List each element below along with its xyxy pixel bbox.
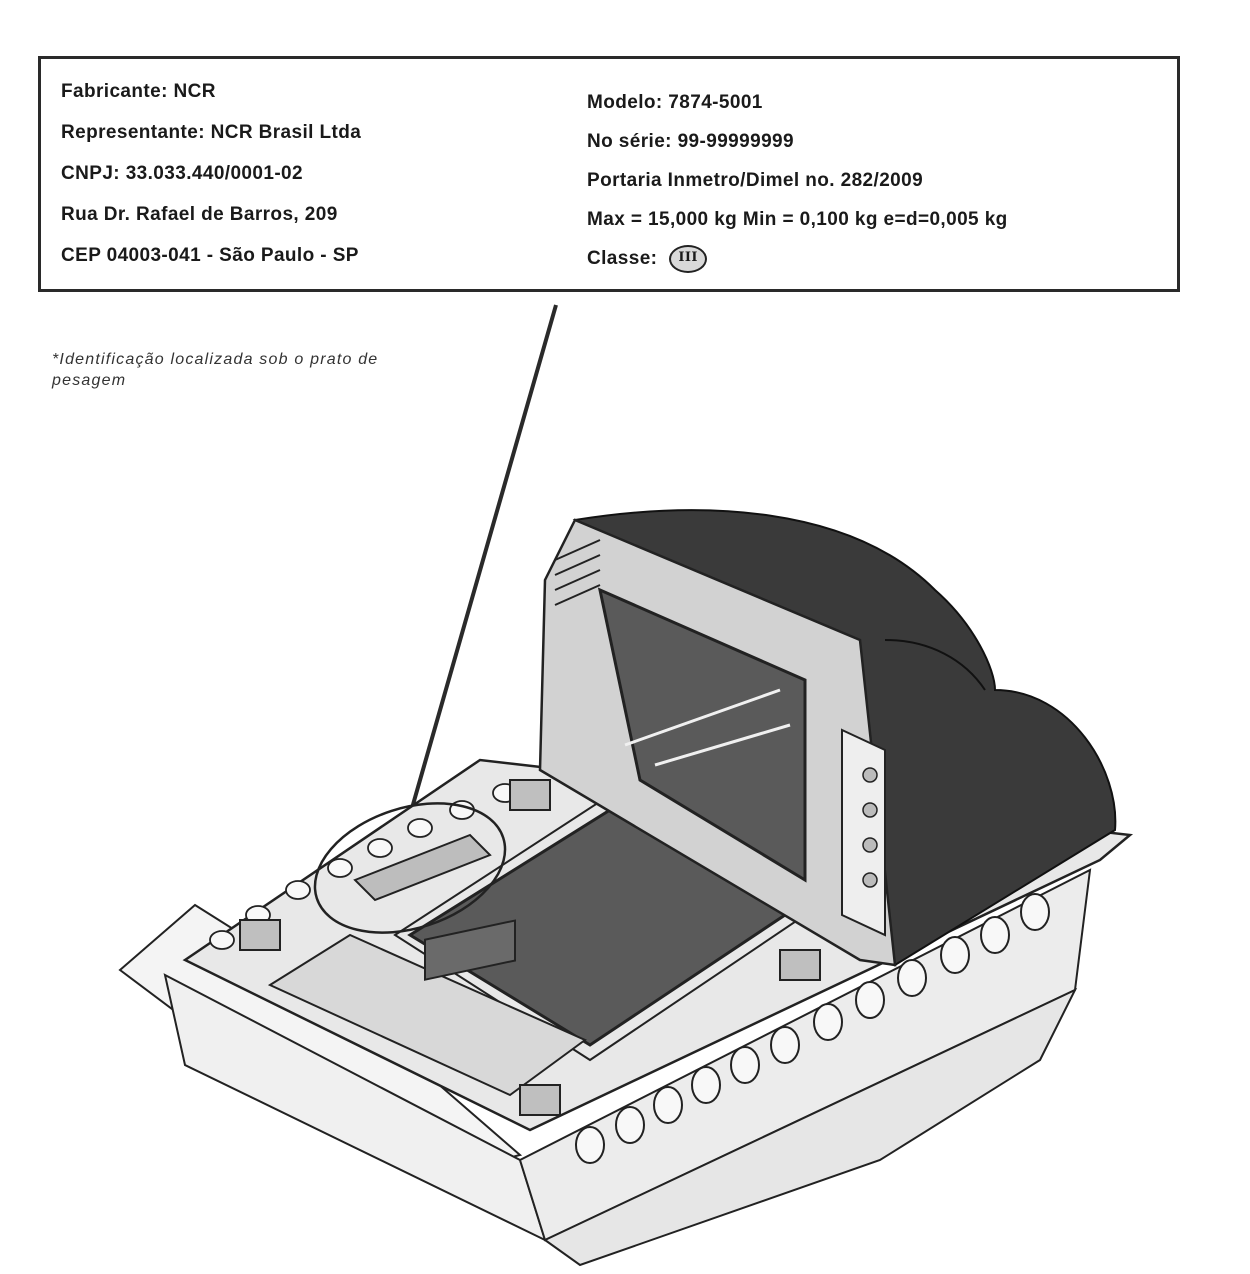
front-cover-plate <box>267 933 587 1097</box>
manufacturer-info: Fabricante: NCR Representante: NCR Brasi… <box>61 71 361 276</box>
address-line: Rua Dr. Rafael de Barros, 209 <box>61 204 338 225</box>
identification-label: Fabricante: NCR Representante: NCR Brasi… <box>38 56 1180 292</box>
hood-seam <box>884 639 986 691</box>
location-note: *Identificação localizada sob o prato de… <box>52 351 379 389</box>
manufacturer-line: Fabricante: NCR <box>61 81 216 102</box>
cep-line: CEP 04003-041 - São Paulo - SP <box>61 245 359 266</box>
side-keypad <box>841 728 886 937</box>
cnpj-line: CNPJ: 33.033.440/0001-02 <box>61 163 303 184</box>
latch-clips <box>239 779 821 1116</box>
portaria-line: Portaria Inmetro/Dimel no. 282/2009 <box>587 170 924 191</box>
model-line: Modelo: 7874-5001 <box>587 92 763 113</box>
classe-label: Classe: <box>587 248 658 269</box>
underside <box>543 987 1078 1267</box>
representative-line: Representante: NCR Brasil Ltda <box>61 122 362 143</box>
status-indicator <box>424 919 516 981</box>
identification-area-highlight <box>313 802 507 934</box>
scan-lines <box>624 688 791 767</box>
pointer-arrow <box>395 304 558 854</box>
classe-line: Classe: III <box>587 239 1008 278</box>
keypad-buttons[interactable] <box>862 767 878 888</box>
capacity-line: Max = 15,000 kg Min = 0,100 kg e=d=0,005… <box>587 209 1008 230</box>
model-info: Modelo: 7874-5001 No série: 99-99999999 … <box>587 83 1008 278</box>
classe-badge-icon: III <box>669 244 708 273</box>
identification-plate <box>353 833 492 902</box>
tower-vents <box>554 539 601 606</box>
vertical-scan-window <box>597 587 807 883</box>
serial-line: No série: 99-99999999 <box>587 131 794 152</box>
front-rim-vents <box>575 893 1050 1164</box>
